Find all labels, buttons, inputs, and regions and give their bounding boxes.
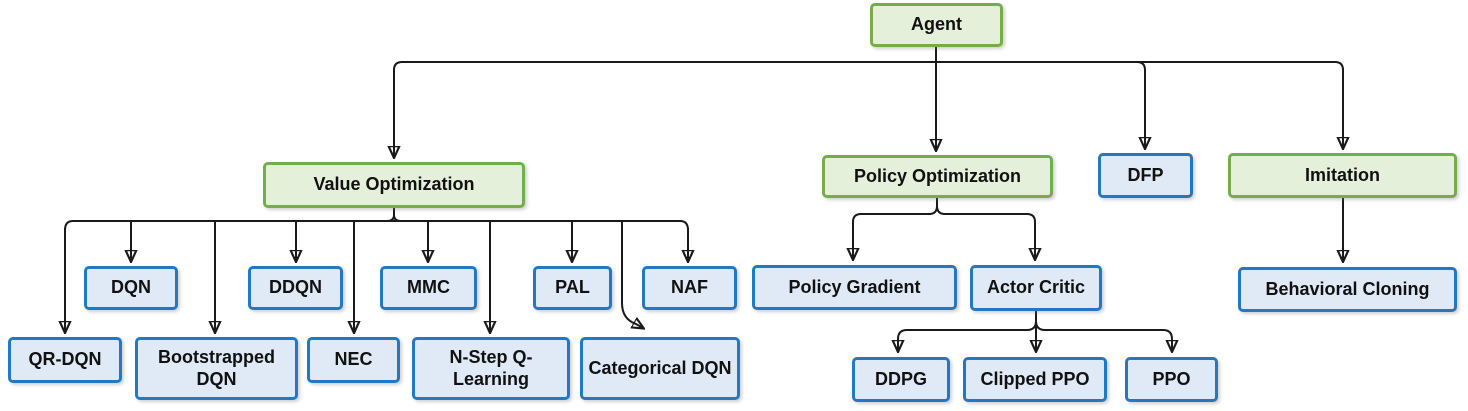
- node-imitation: Imitation: [1228, 153, 1457, 198]
- edges-policy-optimization: [853, 198, 1035, 259]
- node-ppo: PPO: [1125, 357, 1218, 402]
- node-value-optimization: Value Optimization: [263, 162, 525, 208]
- node-categorical-dqn: Categorical DQN: [580, 337, 740, 400]
- node-dfp: DFP: [1098, 153, 1193, 198]
- node-ddpg: DDPG: [852, 357, 950, 402]
- node-agent: Agent: [870, 3, 1003, 47]
- node-nec: NEC: [307, 337, 400, 383]
- node-mmc: MMC: [380, 266, 477, 310]
- node-qr-dqn: QR-DQN: [8, 337, 122, 383]
- node-n-step-q-learning: N-Step Q-Learning: [412, 337, 570, 400]
- node-policy-gradient: Policy Gradient: [752, 265, 957, 310]
- node-behavioral-cloning: Behavioral Cloning: [1238, 267, 1457, 312]
- node-dqn: DQN: [84, 266, 178, 310]
- node-bootstrapped-dqn: Bootstrapped DQN: [135, 337, 298, 400]
- edges-value-optimization: [65, 208, 688, 332]
- node-naf: NAF: [642, 266, 737, 310]
- node-actor-critic: Actor Critic: [970, 265, 1102, 311]
- node-clipped-ppo: Clipped PPO: [963, 357, 1107, 402]
- edges-agent-level: [394, 47, 1343, 157]
- node-policy-optimization: Policy Optimization: [822, 155, 1053, 198]
- node-pal: PAL: [533, 266, 612, 310]
- edges-actor-critic: [898, 311, 1172, 351]
- node-ddqn: DDQN: [248, 266, 343, 310]
